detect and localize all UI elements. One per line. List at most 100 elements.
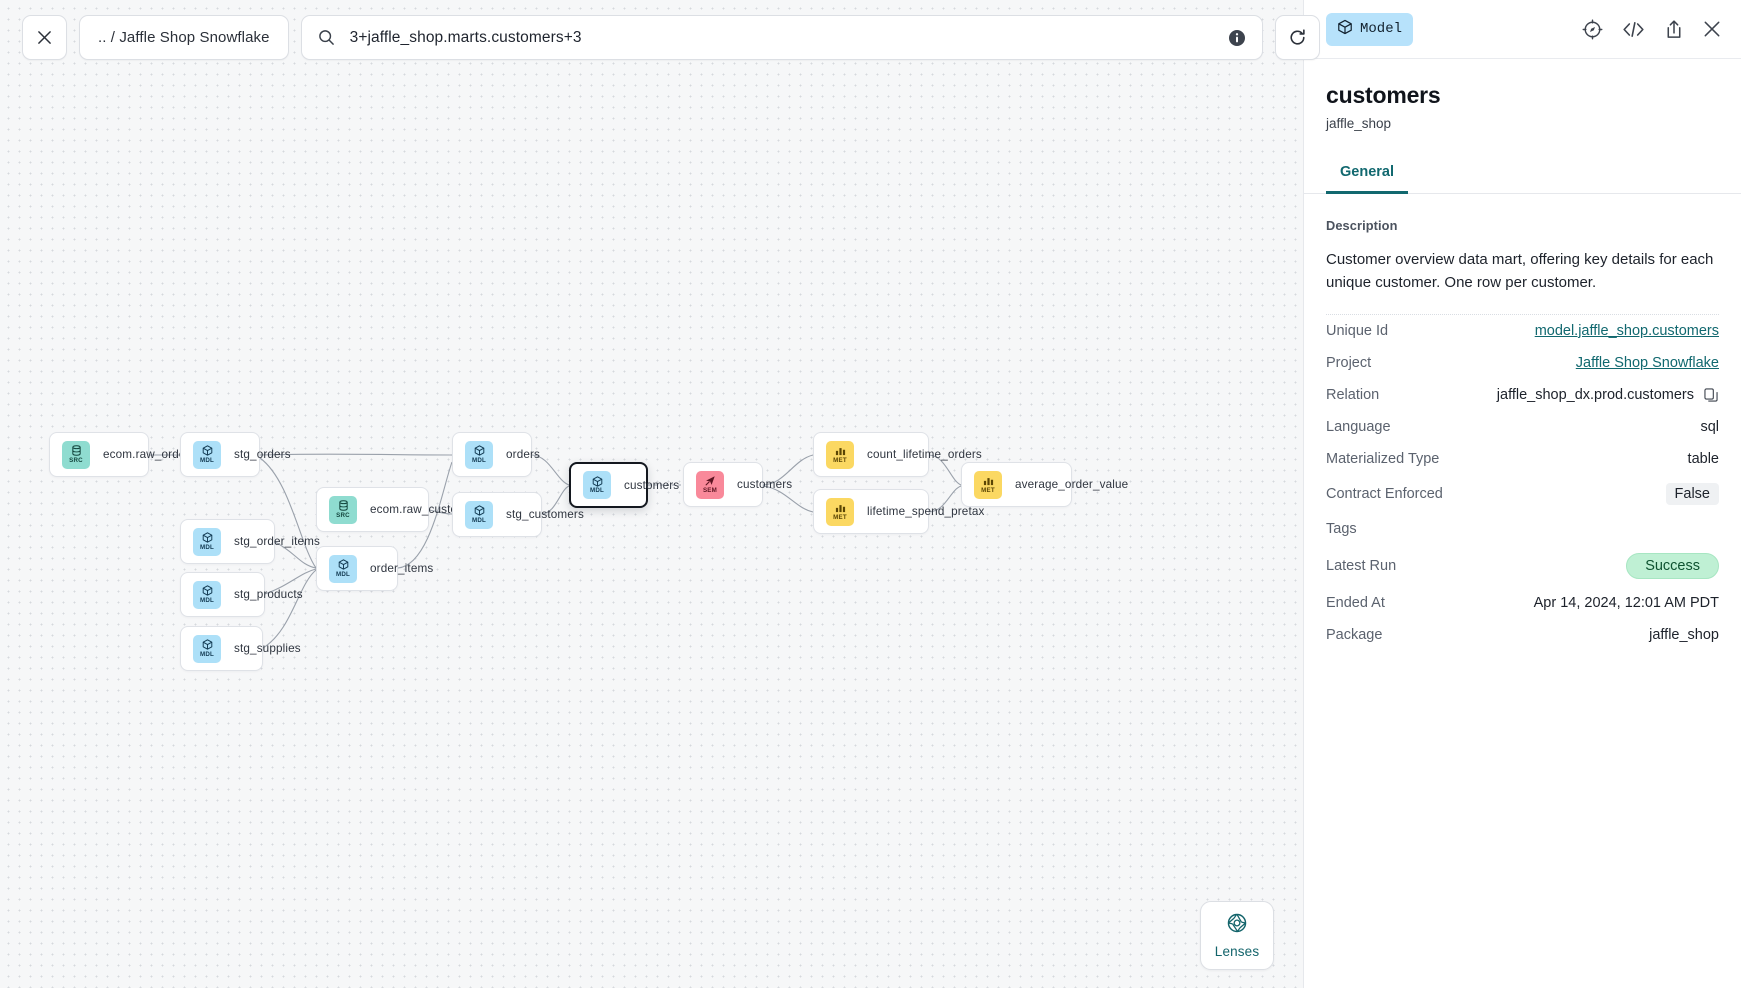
details-header: customers jaffle_shop: [1304, 59, 1741, 131]
resource-type-label: Model: [1360, 21, 1403, 37]
close-icon: [38, 31, 51, 44]
page-title: customers: [1326, 82, 1441, 108]
details-body: Description Customer overview data mart,…: [1304, 194, 1741, 988]
graph-node-stg_order_items[interactable]: MDL stg_order_items: [180, 519, 320, 564]
met-node-icon: MET: [826, 497, 854, 526]
graph-node-stg_products[interactable]: MDL stg_products: [180, 572, 303, 617]
code-icon[interactable]: [1622, 20, 1645, 39]
graph-node-label: stg_orders: [234, 448, 291, 461]
property-key: Contract Enforced: [1326, 485, 1443, 502]
mdl-node-icon: MDL: [193, 440, 221, 469]
graph-node-stg_supplies[interactable]: MDL stg_supplies: [180, 626, 301, 671]
tab-general[interactable]: General: [1326, 157, 1408, 194]
graph-node-label: orders: [506, 448, 541, 461]
info-icon[interactable]: [1228, 29, 1246, 47]
close-lineage-button[interactable]: [22, 15, 67, 60]
property-value: jaffle_shop: [1649, 626, 1719, 643]
property-value: sql: [1700, 418, 1719, 435]
property-key: Relation: [1326, 386, 1380, 403]
page-subtitle: jaffle_shop: [1326, 116, 1392, 131]
share-icon[interactable]: [1664, 19, 1684, 40]
graph-node-orders[interactable]: MDL orders: [452, 432, 540, 477]
property-key: Materialized Type: [1326, 450, 1440, 467]
property-value[interactable]: Jaffle Shop Snowflake: [1575, 354, 1719, 371]
refresh-button[interactable]: [1274, 15, 1320, 60]
breadcrumb[interactable]: .. / Jaffle Shop Snowflake: [79, 15, 289, 60]
graph-node-ecom.raw_orders[interactable]: SRC ecom.raw_orders: [49, 432, 195, 477]
lineage-search-bar[interactable]: [300, 15, 1263, 60]
src-node-icon: SRC: [62, 440, 90, 469]
graph-node-label: lifetime_spend_pretax: [867, 505, 985, 518]
property-value: table: [1687, 450, 1719, 467]
search-input[interactable]: [349, 28, 1218, 47]
property-row: Package jaffle_shop: [1326, 619, 1719, 651]
refresh-icon: [1290, 29, 1305, 45]
met-node-icon: MET: [826, 440, 854, 469]
status-badge: Success: [1626, 552, 1719, 579]
property-value[interactable]: jaffle_shop_dx.prod.customers: [1497, 387, 1719, 403]
graph-node-lifetime_spend_pretax[interactable]: MET lifetime_spend_pretax: [813, 489, 984, 534]
property-key: Language: [1326, 418, 1391, 435]
src-node-icon: SRC: [329, 495, 357, 524]
close-panel-icon[interactable]: [1703, 20, 1721, 38]
mdl-node-icon: MDL: [583, 471, 611, 499]
details-tabs: General: [1304, 157, 1741, 194]
graph-node-label: count_lifetime_orders: [867, 448, 982, 461]
graph-node-label: order_items: [370, 562, 434, 575]
property-row: Language sql: [1326, 411, 1719, 443]
lenses-label: Lenses: [1214, 944, 1260, 959]
search-icon: [318, 28, 338, 48]
graph-node-stg_customers[interactable]: MDL stg_customers: [452, 492, 584, 537]
panel-actions: [1582, 19, 1721, 40]
graph-node-order_items[interactable]: MDL order_items: [316, 546, 433, 591]
property-link[interactable]: jaffle_shop_dx.prod.customers: [1496, 386, 1694, 403]
property-row: Contract Enforced False: [1326, 475, 1719, 513]
mdl-node-icon: MDL: [193, 580, 221, 609]
property-row: Unique Id model.jaffle_shop.customers: [1326, 315, 1719, 347]
property-key: Unique Id: [1326, 322, 1389, 339]
property-key: Package: [1326, 626, 1383, 643]
property-row: Tags: [1326, 513, 1719, 545]
property-key: Project: [1326, 354, 1372, 371]
details-panel: Model: [1303, 0, 1741, 988]
mdl-node-icon: MDL: [193, 634, 221, 663]
resource-type-badge[interactable]: Model: [1326, 12, 1414, 46]
compass-icon[interactable]: [1582, 19, 1603, 40]
description-text: Customer overview data mart, offering ke…: [1326, 249, 1719, 315]
property-row: Latest Run Success: [1326, 545, 1719, 587]
property-row: Project Jaffle Shop Snowflake: [1326, 347, 1719, 379]
property-key: Ended At: [1326, 594, 1385, 611]
graph-node-label: customers: [737, 478, 793, 491]
mdl-node-icon: MDL: [465, 440, 493, 469]
lenses-button[interactable]: Lenses: [1200, 901, 1274, 970]
status-badge: False: [1665, 482, 1719, 505]
graph-node-label: ecom.raw_orders: [103, 448, 196, 461]
copy-icon[interactable]: [1703, 387, 1719, 403]
graph-node-count_lifetime_orders[interactable]: MET count_lifetime_orders: [813, 432, 982, 477]
aperture-icon: [1226, 912, 1248, 939]
graph-node-label: stg_supplies: [234, 642, 301, 655]
description-label: Description: [1326, 218, 1398, 233]
graph-node-label: stg_order_items: [234, 535, 321, 548]
graph-node-label: stg_customers: [506, 508, 584, 521]
property-key: Latest Run: [1326, 557, 1397, 574]
mdl-node-icon: MDL: [465, 500, 493, 529]
mdl-node-icon: MDL: [193, 527, 221, 556]
graph-node-label: average_order_value: [1015, 478, 1129, 491]
graph-node-stg_orders[interactable]: MDL stg_orders: [180, 432, 291, 477]
property-value: Success: [1626, 552, 1719, 579]
graph-node-label: stg_products: [234, 588, 303, 601]
canvas-toolbar: .. / Jaffle Shop Snowflake: [0, 0, 1320, 60]
property-value[interactable]: model.jaffle_shop.customers: [1534, 322, 1719, 339]
mdl-node-icon: MDL: [329, 554, 357, 583]
property-row: Materialized Type table: [1326, 443, 1719, 475]
property-key: Tags: [1326, 520, 1357, 537]
details-panel-toolbar: Model: [1304, 0, 1741, 59]
